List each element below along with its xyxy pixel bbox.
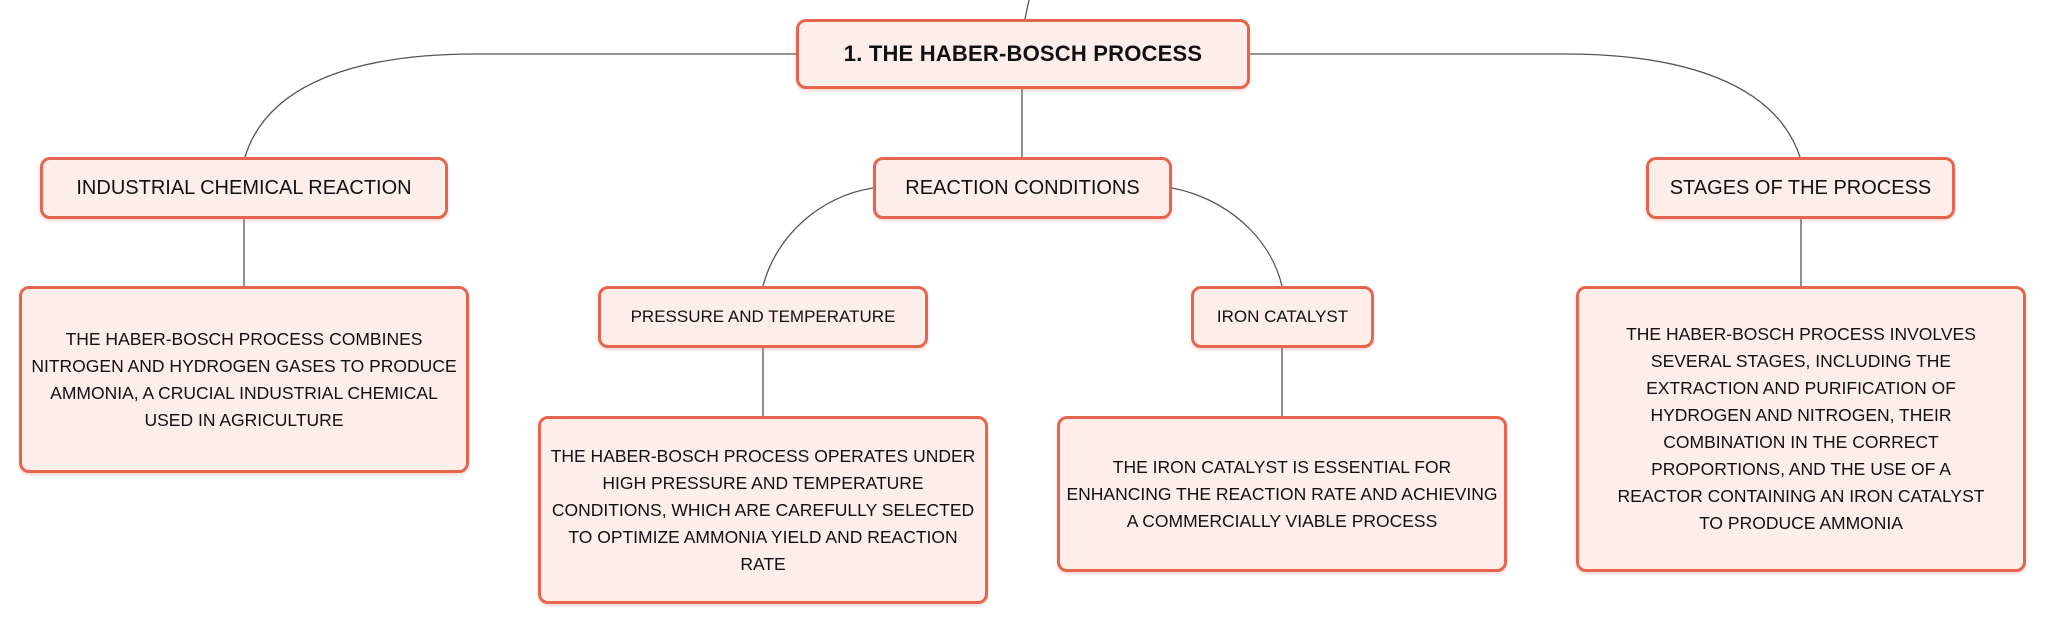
branch-node-industrial-chemical-reaction[interactable]: INDUSTRIAL CHEMICAL REACTION bbox=[40, 157, 448, 219]
detail-node-text: THE IRON CATALYST IS ESSENTIAL FOR ENHAN… bbox=[1066, 456, 1498, 531]
connector-root-to-stages bbox=[1250, 53, 1801, 158]
root-node-label: 1. THE HABER-BOSCH PROCESS bbox=[843, 41, 1203, 66]
detail-node-text: THE HABER-BOSCH PROCESS INVOLVES SEVERAL… bbox=[1617, 324, 1985, 533]
detail-node-text: THE HABER-BOSCH PROCESS COMBINES NITROGE… bbox=[31, 328, 457, 430]
sub-node-iron-catalyst[interactable]: IRON CATALYST bbox=[1191, 286, 1374, 348]
connector-root-to-industrial bbox=[244, 53, 796, 158]
connector-conditions-to-iron bbox=[1171, 187, 1283, 287]
detail-node-industrial-chemical-reaction[interactable]: THE HABER-BOSCH PROCESS COMBINES NITROGE… bbox=[19, 286, 469, 473]
branch-node-label: INDUSTRIAL CHEMICAL REACTION bbox=[76, 176, 412, 199]
branch-node-label: REACTION CONDITIONS bbox=[905, 176, 1140, 199]
connector-parent-to-root bbox=[1024, 0, 1030, 20]
detail-node-iron-catalyst[interactable]: THE IRON CATALYST IS ESSENTIAL FOR ENHAN… bbox=[1057, 416, 1507, 572]
detail-node-pressure-and-temperature[interactable]: THE HABER-BOSCH PROCESS OPERATES UNDER H… bbox=[538, 416, 988, 604]
sub-node-label: PRESSURE AND TEMPERATURE bbox=[630, 307, 896, 326]
branch-node-label: STAGES OF THE PROCESS bbox=[1669, 176, 1932, 199]
branch-node-stages-of-the-process[interactable]: STAGES OF THE PROCESS bbox=[1646, 157, 1955, 219]
connector-conditions-to-pressure bbox=[762, 187, 874, 287]
sub-node-label: IRON CATALYST bbox=[1216, 307, 1349, 326]
root-node-title[interactable]: 1. THE HABER-BOSCH PROCESS bbox=[796, 19, 1250, 89]
detail-node-stages-of-the-process[interactable]: THE HABER-BOSCH PROCESS INVOLVES SEVERAL… bbox=[1576, 286, 2026, 572]
sub-node-pressure-and-temperature[interactable]: PRESSURE AND TEMPERATURE bbox=[598, 286, 928, 348]
detail-node-text: THE HABER-BOSCH PROCESS OPERATES UNDER H… bbox=[550, 445, 976, 574]
branch-node-reaction-conditions[interactable]: REACTION CONDITIONS bbox=[873, 157, 1172, 219]
